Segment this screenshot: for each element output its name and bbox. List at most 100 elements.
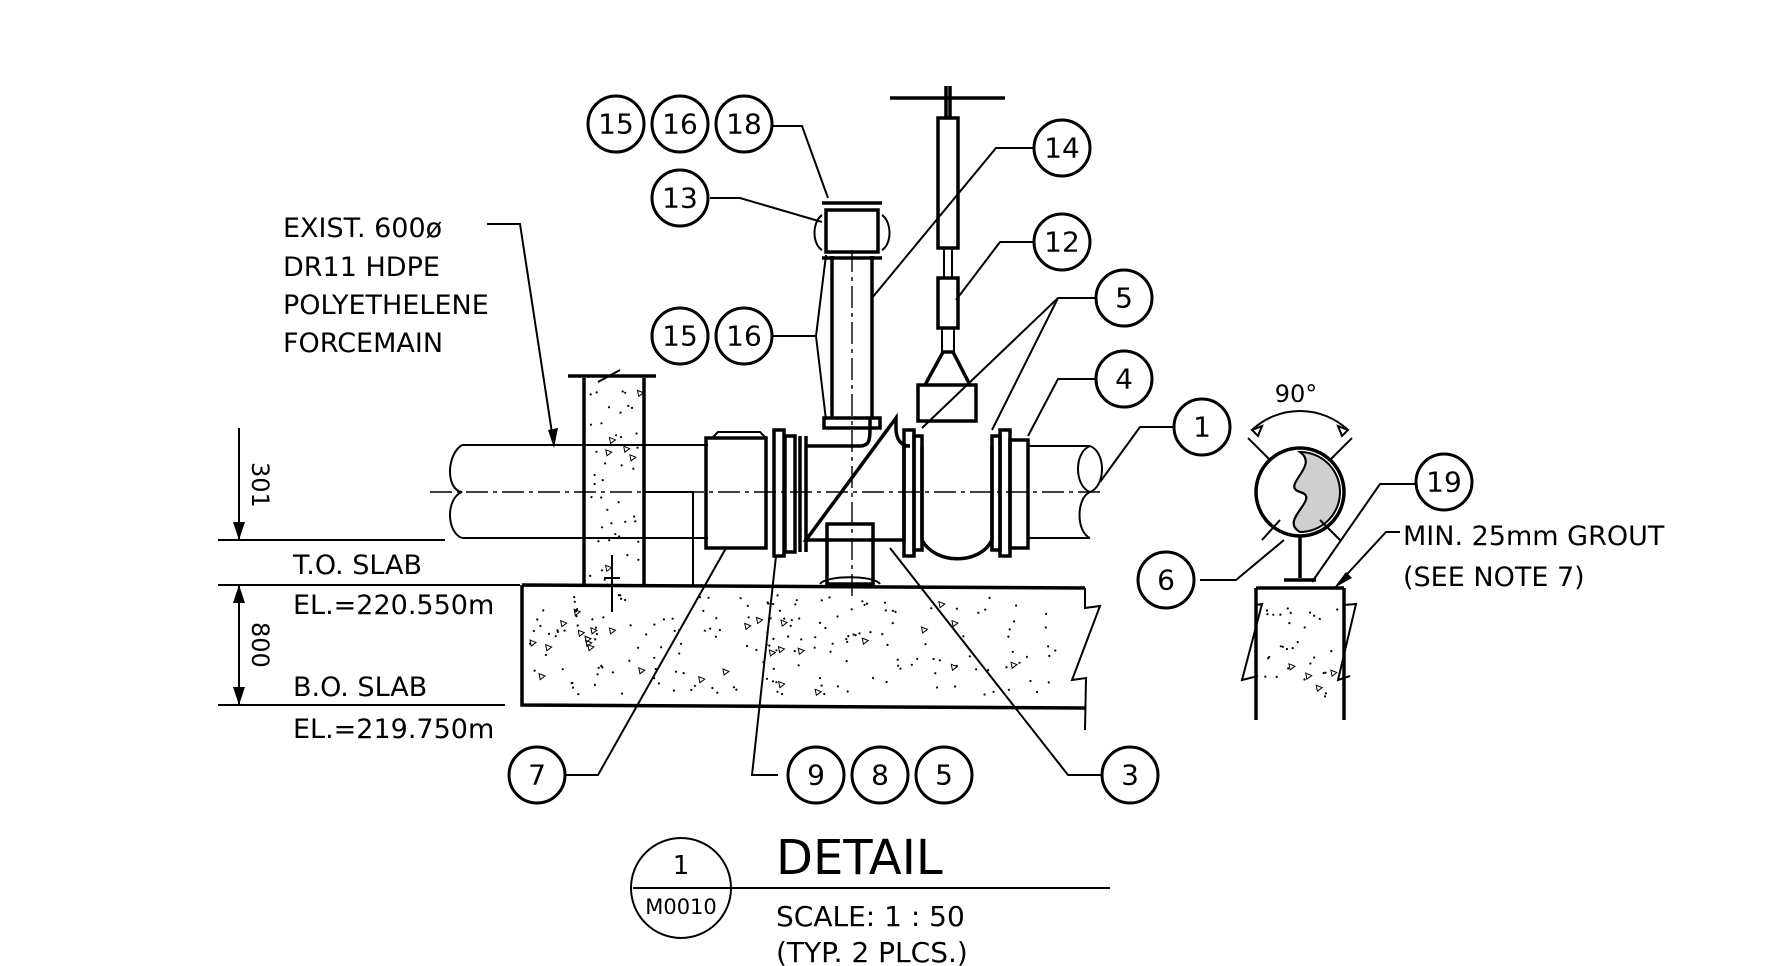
concrete-dot <box>702 609 705 613</box>
concrete-dot <box>850 608 853 611</box>
angle-label: 90° <box>1275 380 1318 408</box>
detail-title: DETAIL <box>776 830 943 886</box>
concrete-dot <box>871 676 875 680</box>
concrete-hatch <box>529 594 1057 697</box>
dimensions: 301 800 T.O. SLAB EL.=220.550m B.O. SLAB… <box>218 428 520 745</box>
concrete-dot <box>589 574 592 578</box>
concrete-dot <box>778 609 782 612</box>
concrete-dot <box>854 634 857 637</box>
concrete-dot <box>772 602 775 606</box>
concrete-dot <box>1044 626 1047 629</box>
concrete-dot <box>829 650 832 653</box>
callout-1: 1 <box>1172 397 1232 457</box>
callout-text: 5 <box>1115 282 1133 315</box>
concrete-dot <box>861 600 864 603</box>
concrete-dot <box>813 646 816 649</box>
concrete-dot <box>846 640 849 644</box>
concrete-dot <box>682 672 685 675</box>
concrete-aggregate <box>636 389 645 398</box>
grout-note-line-2: (SEE NOTE 7) <box>1403 562 1585 593</box>
concrete-dot <box>606 508 609 511</box>
concrete-aggregate <box>722 668 730 676</box>
concrete-dot <box>671 617 674 620</box>
concrete-aggregate <box>559 619 568 628</box>
concrete-dot <box>1045 612 1048 616</box>
callout-text: 6 <box>1157 564 1175 597</box>
concrete-dot <box>1265 609 1269 612</box>
callout-text: 13 <box>662 182 698 215</box>
concrete-dot <box>1272 613 1275 616</box>
callout-text: 18 <box>726 108 762 141</box>
concrete-dot <box>962 635 965 638</box>
concrete-dot <box>611 671 615 674</box>
concrete-aggregate <box>1330 669 1338 677</box>
concrete-dot <box>1008 628 1011 631</box>
concrete-dot <box>1323 695 1327 698</box>
concrete-dot <box>679 642 683 645</box>
concrete-dot <box>542 609 545 612</box>
concrete-aggregate <box>608 436 617 445</box>
flange-adaptor <box>704 428 797 558</box>
concrete-dot <box>1291 647 1294 650</box>
concrete-dot <box>595 632 599 636</box>
concrete-dot <box>934 672 937 675</box>
concrete-dot <box>767 602 770 605</box>
concrete-dot <box>894 610 897 614</box>
concrete-dot <box>814 636 817 639</box>
concrete-aggregate <box>777 680 786 689</box>
concrete-dot <box>1296 641 1299 644</box>
concrete-dot <box>1036 690 1039 694</box>
existing-hdpe-pipe <box>449 444 708 539</box>
concrete-dot <box>1264 675 1267 678</box>
concrete-dot <box>983 693 986 696</box>
concrete-dot <box>620 464 623 467</box>
concrete-dot <box>601 479 604 482</box>
title-block: 1 M0010 DETAIL SCALE: 1 : 50 (TYP. 2 PLC… <box>630 830 1110 966</box>
grout-note: MIN. 25mm GROUT (SEE NOTE 7) <box>1334 521 1665 593</box>
concrete-aggregate <box>938 600 946 609</box>
concrete-dot <box>755 648 758 652</box>
concrete-dot <box>975 668 978 671</box>
concrete-aggregate <box>698 675 706 684</box>
concrete-dot <box>1286 607 1289 610</box>
concrete-dot <box>783 617 786 620</box>
concrete-dot <box>714 635 718 638</box>
concrete-dot <box>1048 654 1051 658</box>
callout-18: 18 <box>714 94 774 154</box>
concrete-aggregate <box>797 647 806 656</box>
concrete-dot <box>899 667 902 670</box>
concrete-dot <box>637 646 640 649</box>
top-slab-label: T.O. SLAB <box>292 550 422 581</box>
concrete-dot <box>897 664 900 667</box>
concrete-dot <box>709 627 712 630</box>
concrete-dot <box>739 597 742 600</box>
sheet-reference: M0010 <box>645 895 717 919</box>
concrete-dot <box>1012 620 1016 623</box>
concrete-dot <box>593 683 597 687</box>
concrete-dot <box>1285 647 1288 651</box>
concrete-dot <box>690 688 693 692</box>
concrete-dot <box>624 391 627 394</box>
callout-text: 8 <box>871 759 889 792</box>
concrete-aggregate <box>544 643 553 652</box>
concrete-dot <box>617 501 620 504</box>
concrete-dot <box>793 650 796 653</box>
concrete-dot <box>891 622 894 625</box>
concrete-dot <box>619 411 622 414</box>
concrete-dot <box>607 406 611 409</box>
concrete-dot <box>916 657 919 661</box>
concrete-dot <box>591 618 594 621</box>
concrete-dot <box>589 393 592 396</box>
concrete-dot <box>645 633 648 636</box>
concrete-dot <box>536 618 539 621</box>
concrete-dot <box>794 603 797 606</box>
concrete-dot <box>896 658 899 661</box>
concrete-dot <box>968 655 971 658</box>
concrete-aggregate <box>1305 672 1313 681</box>
concrete-dot <box>823 692 826 696</box>
callout-12: 12 <box>1032 212 1092 272</box>
callout-text: 1 <box>1193 411 1211 444</box>
concrete-dot <box>600 664 603 668</box>
concrete-dot <box>977 611 980 614</box>
concrete-dot <box>678 652 681 655</box>
